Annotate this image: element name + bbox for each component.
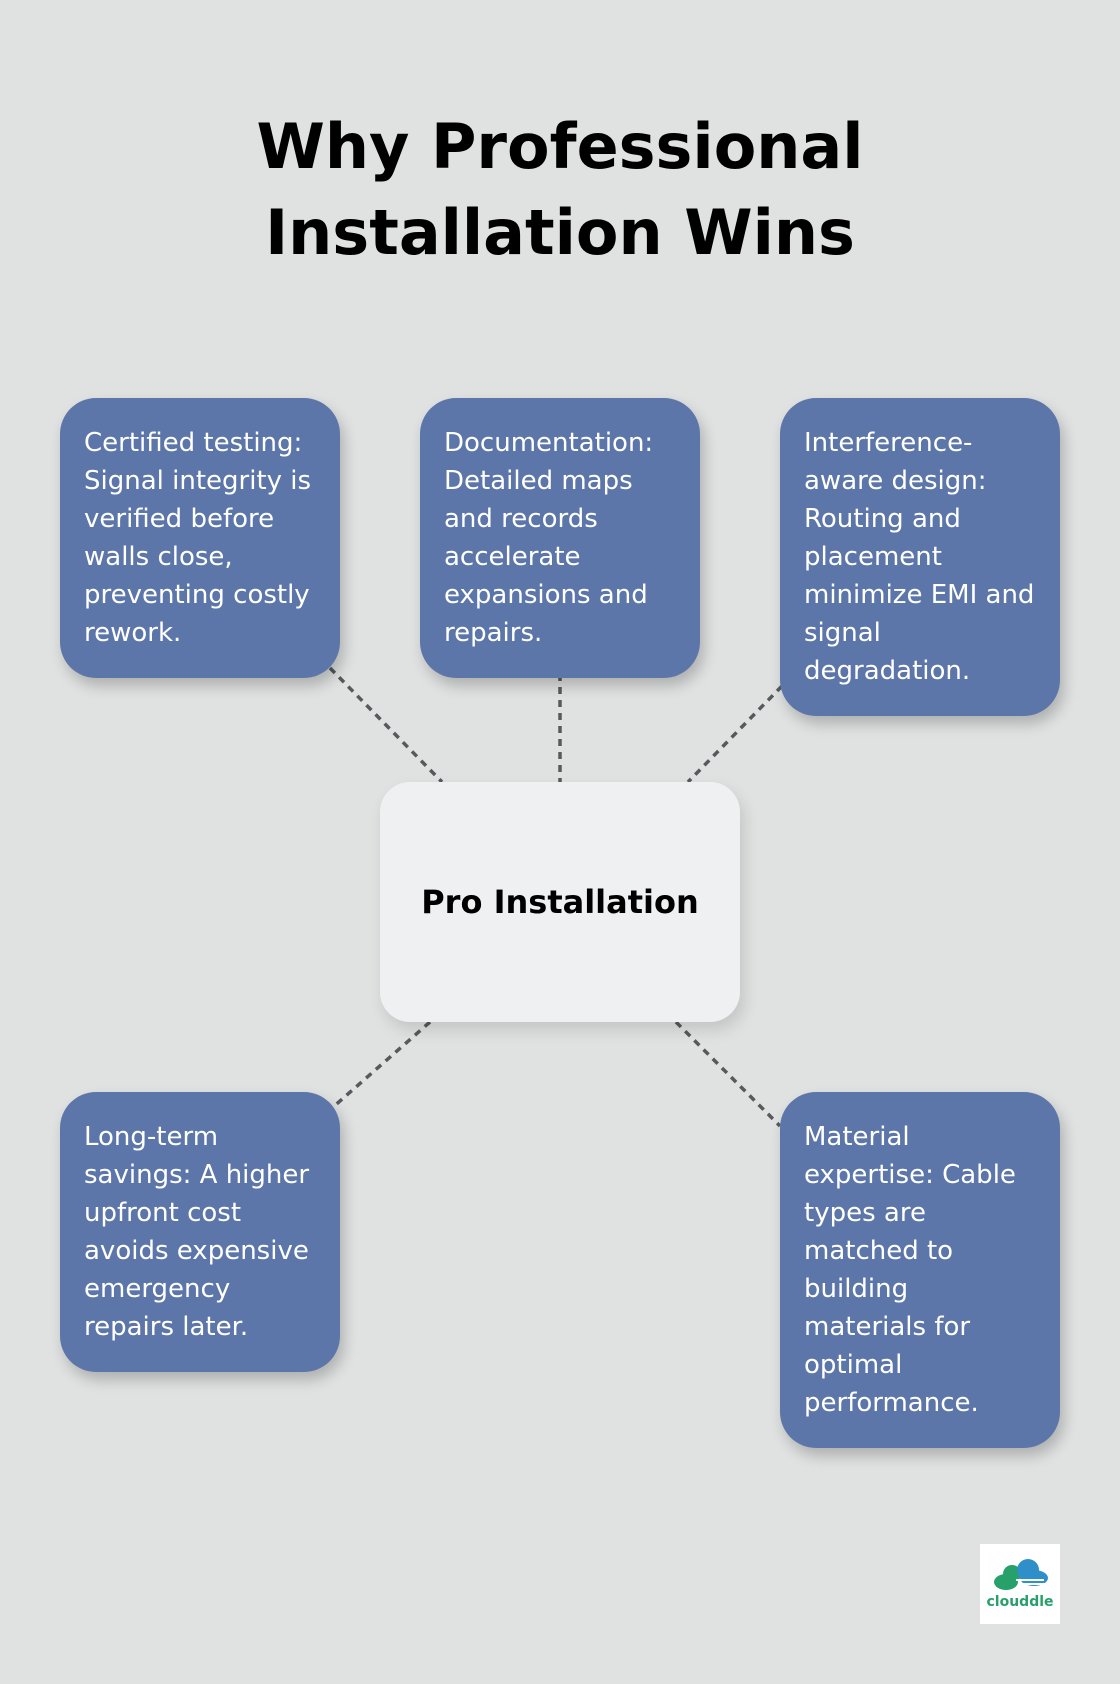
card-text: Documentation: Detailed maps and records… — [444, 428, 654, 648]
card-certified-testing: Certified testing: Signal integrity is v… — [60, 398, 340, 678]
center-node: Pro Installation — [380, 782, 740, 1022]
card-text: Material expertise: Cable types are matc… — [804, 1122, 1016, 1418]
card-text: Long-term savings: A higher upfront cost… — [84, 1122, 310, 1342]
cloud-logo-icon — [994, 1559, 1048, 1590]
card-documentation: Documentation: Detailed maps and records… — [420, 398, 700, 678]
card-material-expertise: Material expertise: Cable types are matc… — [780, 1092, 1060, 1448]
card-text: Interference-aware design: Routing and p… — [804, 428, 1035, 686]
page-title: Why Professional Installation Wins — [256, 110, 864, 269]
connector-line-top-left — [328, 666, 444, 784]
center-node-label: Pro Installation — [421, 883, 699, 921]
logo-text: clouddle — [986, 1594, 1054, 1610]
brand-logo: clouddle — [980, 1544, 1060, 1624]
connector-line-bottom-right — [674, 1020, 782, 1128]
card-text: Certified testing: Signal integrity is v… — [84, 428, 312, 648]
card-long-term-savings: Long-term savings: A higher upfront cost… — [60, 1092, 340, 1372]
connector-line-top-right — [686, 684, 784, 784]
connector-line-bottom-left — [330, 1020, 432, 1110]
card-interference-aware-design: Interference-aware design: Routing and p… — [780, 398, 1060, 716]
